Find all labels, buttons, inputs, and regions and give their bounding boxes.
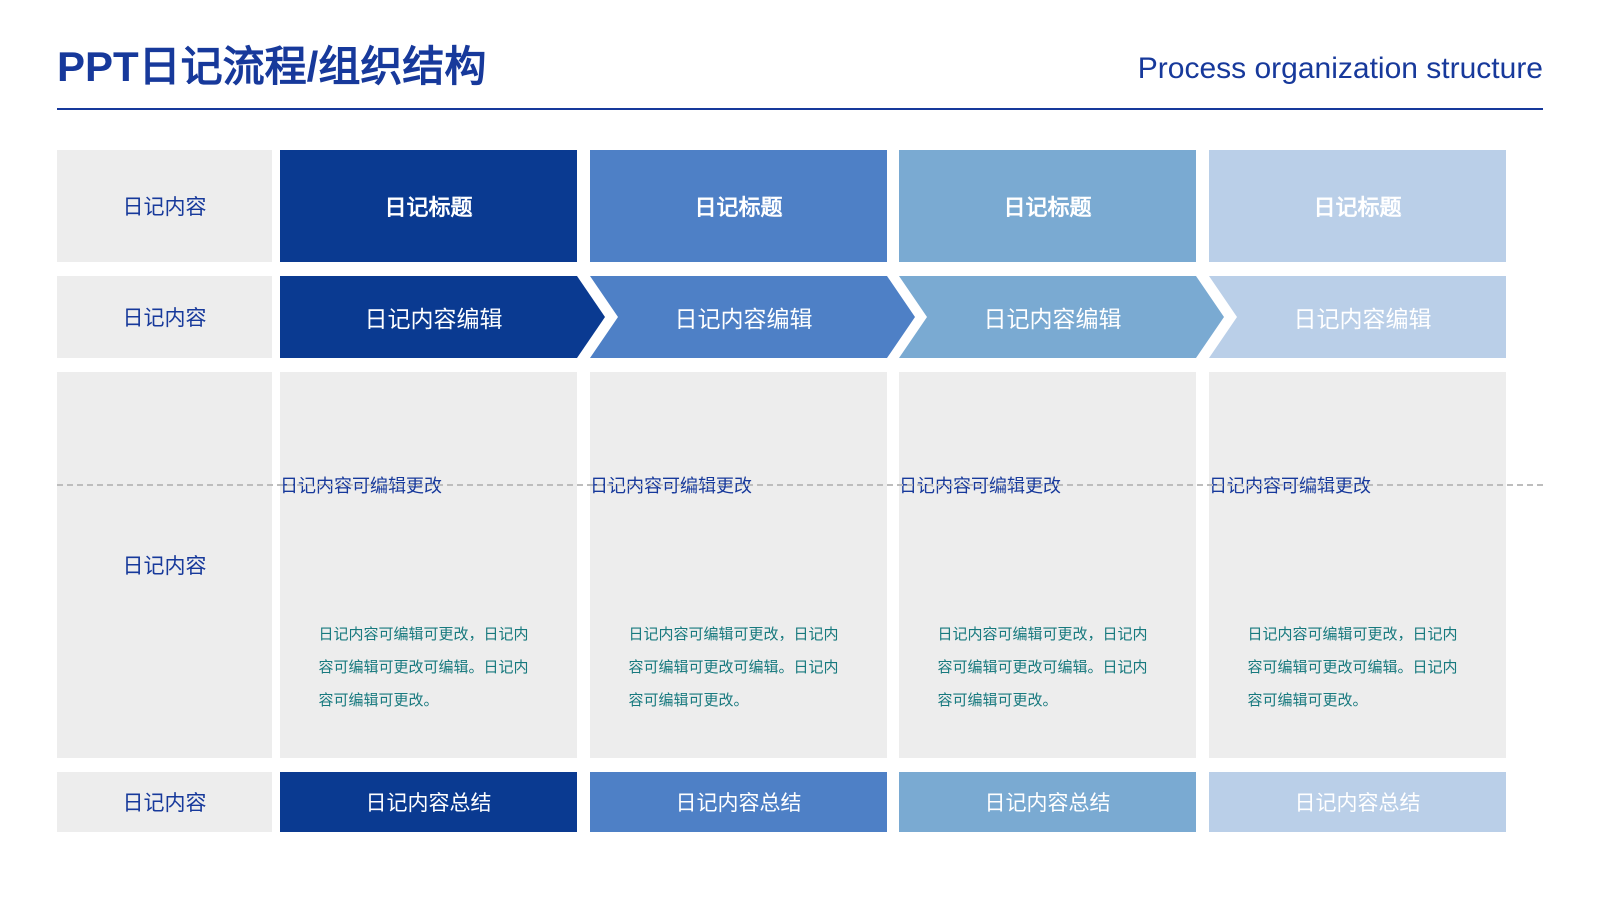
body-cell-3: 日记内容可编辑更改 日记内容可编辑可更改，日记内容可编辑可更改可编辑。日记内容可… [899, 372, 1196, 758]
page-title: PPT日记流程/组织结构 [57, 43, 487, 90]
slide-header: PPT日记流程/组织结构 Process organization struct… [0, 0, 1600, 125]
chevron-arrow-icon [1209, 276, 1506, 358]
body-cell-2: 日记内容可编辑更改 日记内容可编辑可更改，日记内容可编辑可更改可编辑。日记内容可… [590, 372, 887, 758]
column-header-2[interactable]: 日记标题 [590, 150, 887, 262]
column-header-text: 日记标题 [1313, 195, 1402, 220]
chevron-step-text: 日记内容编辑 [983, 306, 1122, 332]
body-paragraph-3: 日记内容可编辑可更改，日记内容可编辑可更改可编辑。日记内容可编辑可更改。 [937, 625, 1148, 709]
footer-cell-3[interactable]: 日记内容总结 [899, 772, 1196, 832]
chevron-arrow-icon [280, 276, 605, 358]
label-cell-row1: 日记内容 [57, 150, 272, 262]
body-paragraph-2: 日记内容可编辑可更改，日记内容可编辑可更改可编辑。日记内容可编辑可更改。 [628, 625, 839, 709]
footer-cell-text: 日记内容总结 [1294, 792, 1421, 815]
label-cell-text: 日记内容 [122, 555, 207, 578]
footer-cell-text: 日记内容总结 [984, 792, 1111, 815]
label-cell-text: 日记内容 [122, 307, 207, 330]
chevron-arrow-icon [899, 276, 1224, 358]
label-cell-row4: 日记内容 [57, 772, 272, 832]
column-header-4[interactable]: 日记标题 [1209, 150, 1506, 262]
body-paragraph-4: 日记内容可编辑可更改，日记内容可编辑可更改可编辑。日记内容可编辑可更改。 [1247, 625, 1458, 709]
footer-cell-text: 日记内容总结 [675, 792, 802, 815]
label-cell-row2: 日记内容 [57, 276, 272, 358]
column-header-text: 日记标题 [384, 195, 473, 220]
body-paragraph-1: 日记内容可编辑可更改，日记内容可编辑可更改可编辑。日记内容可编辑可更改。 [318, 625, 529, 709]
header-divider-line [57, 108, 1543, 110]
body-cell-1: 日记内容可编辑更改 日记内容可编辑可更改，日记内容可编辑可更改可编辑。日记内容可… [280, 372, 577, 758]
column-header-text: 日记标题 [694, 195, 783, 220]
footer-cell-2[interactable]: 日记内容总结 [590, 772, 887, 832]
label-cell-text: 日记内容 [122, 196, 207, 219]
chevron-step-4[interactable]: 日记内容编辑 [1209, 276, 1534, 358]
footer-cell-4[interactable]: 日记内容总结 [1209, 772, 1506, 832]
chevron-step-3[interactable]: 日记内容编辑 [899, 276, 1224, 358]
footer-cell-text: 日记内容总结 [365, 792, 492, 815]
chevron-step-text: 日记内容编辑 [364, 306, 503, 332]
body-cell-4: 日记内容可编辑更改 日记内容可编辑可更改，日记内容可编辑可更改可编辑。日记内容可… [1209, 372, 1506, 758]
column-header-1[interactable]: 日记标题 [280, 150, 577, 262]
chevron-step-1[interactable]: 日记内容编辑 [280, 276, 605, 358]
label-cell-text: 日记内容 [122, 792, 207, 815]
chevron-arrow-icon [590, 276, 915, 358]
page-subtitle-english: Process organization structure [1137, 52, 1543, 85]
chevron-step-text: 日记内容编辑 [674, 306, 813, 332]
footer-cell-1[interactable]: 日记内容总结 [280, 772, 577, 832]
chevron-step-text: 日记内容编辑 [1293, 306, 1432, 332]
section-dashed-divider [57, 484, 1543, 486]
label-cell-row3: 日记内容 [57, 372, 272, 758]
column-header-text: 日记标题 [1003, 195, 1092, 220]
chevron-step-2[interactable]: 日记内容编辑 [590, 276, 915, 358]
column-header-3[interactable]: 日记标题 [899, 150, 1196, 262]
